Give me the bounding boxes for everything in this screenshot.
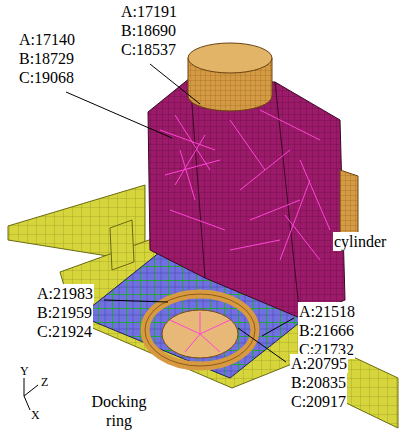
callout-number: B:20835 bbox=[290, 373, 347, 392]
part-label: Docking ring bbox=[86, 392, 152, 430]
callout-number: C:19068 bbox=[18, 68, 75, 87]
callout-number: B:21666 bbox=[298, 321, 355, 340]
callout-number: A:21983 bbox=[36, 284, 94, 303]
spring-elements bbox=[160, 110, 330, 260]
callout-number: C:21924 bbox=[36, 322, 93, 341]
leader-lines bbox=[66, 64, 294, 362]
axis-triad bbox=[24, 378, 38, 410]
axis-label: Y bbox=[19, 365, 30, 378]
callout-number: A:17140 bbox=[18, 30, 76, 49]
callout-number: B:18729 bbox=[18, 49, 75, 68]
docking-ring bbox=[145, 294, 255, 366]
callout-number: A:21518 bbox=[298, 302, 356, 321]
callout-number: B:21959 bbox=[36, 303, 93, 322]
callout-number: C:20917 bbox=[290, 392, 347, 411]
axis-label: X bbox=[30, 409, 41, 422]
callout-number: A:20795 bbox=[290, 354, 348, 373]
part-label: cylinder bbox=[333, 232, 387, 251]
callout-number: C:18537 bbox=[120, 40, 177, 59]
callout-number: B:18690 bbox=[120, 21, 177, 40]
octagonal-body bbox=[148, 78, 345, 318]
bracket-plate bbox=[110, 220, 134, 270]
callout-number: A:17191 bbox=[120, 2, 178, 21]
axis-label: Z bbox=[40, 376, 49, 389]
